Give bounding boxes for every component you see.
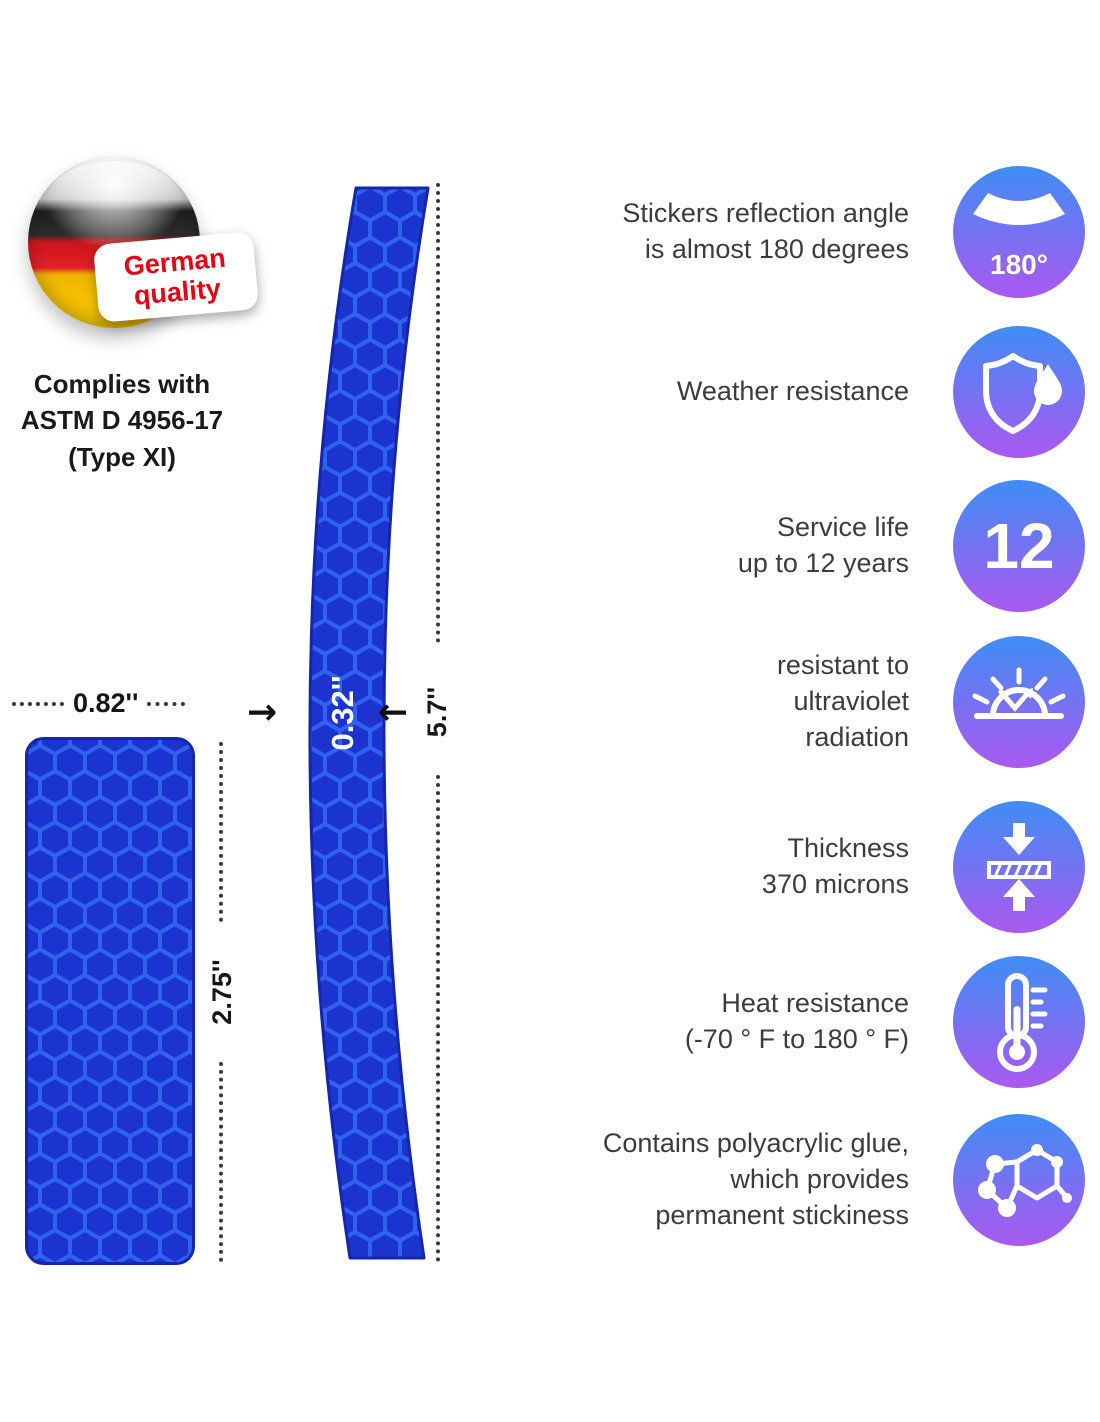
reflection-angle-icon: 180° bbox=[953, 166, 1085, 298]
feature-text: Heat resistance (-70 ° F to 180 ° F) bbox=[684, 988, 909, 1054]
compliance-text: Complies with ASTM D 4956-17 (Type XI) bbox=[20, 369, 224, 472]
dotted-line bbox=[219, 742, 223, 922]
feature-row-uv: resistant to ultraviolet radiation bbox=[430, 636, 1085, 768]
service-life-icon: 12 bbox=[953, 480, 1085, 612]
shield-drop-glyph bbox=[983, 353, 1062, 434]
compress-arrows-glyph bbox=[987, 823, 1051, 911]
dotted-line bbox=[147, 701, 186, 706]
small-reflective-sticker bbox=[25, 737, 195, 1265]
thickness-icon bbox=[953, 801, 1085, 933]
feature-text: resistant to ultraviolet radiation bbox=[776, 650, 909, 752]
feature-text: Stickers reflection angle is almost 180 … bbox=[622, 198, 909, 264]
feature-row-service-life: Service life up to 12 years 12 bbox=[430, 480, 1085, 612]
feature-row-heat: Heat resistance (-70 ° F to 180 ° F) bbox=[430, 956, 1085, 1088]
uv-radiation-icon bbox=[953, 636, 1085, 768]
feature-text: Service life up to 12 years bbox=[737, 512, 909, 578]
molecule-glyph bbox=[978, 1144, 1072, 1217]
dotted-line bbox=[219, 1062, 223, 1262]
small-width-value: 0.82'' bbox=[73, 688, 139, 718]
arrow-right-icon: → bbox=[247, 692, 278, 733]
feature-row-reflection-angle: Stickers reflection angle is almost 180 … bbox=[430, 166, 1085, 298]
feature-text: Weather resistance bbox=[676, 376, 909, 407]
molecule-icon bbox=[953, 1114, 1085, 1246]
feature-row-thickness: Thickness 370 microns bbox=[430, 801, 1085, 933]
feature-text: Contains polyacrylic glue, which provide… bbox=[602, 1128, 909, 1230]
weather-shield-icon bbox=[953, 326, 1085, 458]
feature-row-weather: Weather resistance bbox=[430, 326, 1085, 458]
long-reflective-strip bbox=[308, 186, 430, 1260]
icon-label-180: 180° bbox=[990, 249, 1048, 280]
dotted-line bbox=[436, 775, 440, 1262]
small-height-value: 2.75'' bbox=[207, 959, 237, 1025]
feature-row-glue: Contains polyacrylic glue, which provide… bbox=[430, 1114, 1085, 1246]
uv-sun-glyph bbox=[972, 667, 1066, 719]
fan-180-glyph bbox=[973, 193, 1065, 225]
strip-width-value: 0.32'' bbox=[325, 675, 360, 751]
dotted-line bbox=[12, 701, 64, 706]
small-sticker-width-dimension: 0.82'' bbox=[12, 688, 204, 719]
arrow-left-icon: ← bbox=[378, 692, 409, 733]
thermometer-glyph bbox=[997, 973, 1048, 1072]
icon-label-12: 12 bbox=[983, 510, 1055, 582]
dotted-line bbox=[436, 183, 440, 643]
thermometer-icon bbox=[953, 956, 1085, 1088]
german-quality-label: German quality bbox=[92, 231, 260, 324]
feature-text: Thickness 370 microns bbox=[761, 833, 909, 899]
